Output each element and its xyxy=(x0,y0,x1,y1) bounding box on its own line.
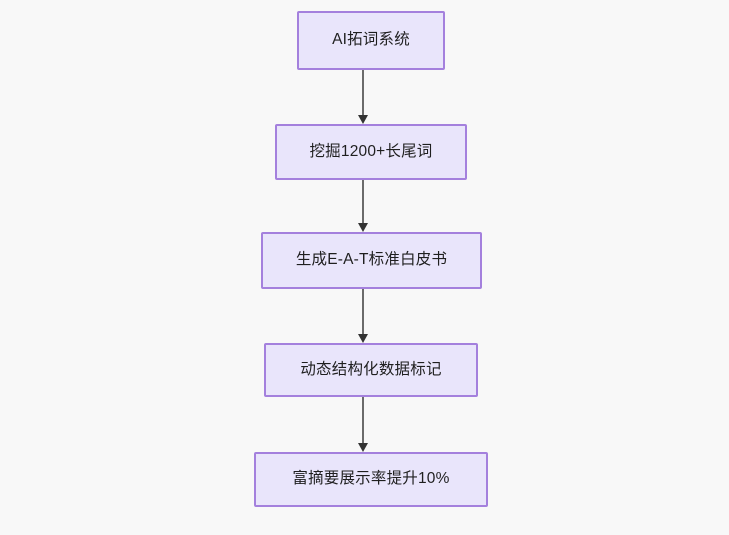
flow-node-label: AI拓词系统 xyxy=(332,31,410,49)
edge-line xyxy=(362,180,364,224)
flow-edge-3 xyxy=(354,289,372,343)
arrow-down-icon xyxy=(358,334,368,343)
flow-edge-2 xyxy=(354,180,372,232)
flow-node-label: 富摘要展示率提升10% xyxy=(292,470,450,488)
flow-edge-4 xyxy=(354,397,372,452)
arrow-down-icon xyxy=(358,443,368,452)
flow-node-label: 生成E-A-T标准白皮书 xyxy=(295,251,448,269)
flow-node-label: 挖掘1200+长尾词 xyxy=(309,142,433,160)
flow-node-generate-eat-whitepaper[interactable]: 生成E-A-T标准白皮书 xyxy=(261,232,482,289)
edge-line xyxy=(362,397,364,444)
flow-node-ai-keyword-system[interactable]: AI拓词系统 xyxy=(297,11,445,70)
flow-edge-1 xyxy=(354,70,372,124)
flow-node-label: 动态结构化数据标记 xyxy=(300,360,442,378)
edge-line xyxy=(362,289,364,335)
arrow-down-icon xyxy=(358,223,368,232)
flow-node-dynamic-structured-data-markup[interactable]: 动态结构化数据标记 xyxy=(264,343,478,397)
arrow-down-icon xyxy=(358,115,368,124)
flow-node-mine-longtail-keywords[interactable]: 挖掘1200+长尾词 xyxy=(275,124,467,180)
edge-line xyxy=(362,70,364,116)
flow-node-rich-snippet-impression-lift[interactable]: 富摘要展示率提升10% xyxy=(254,452,488,507)
